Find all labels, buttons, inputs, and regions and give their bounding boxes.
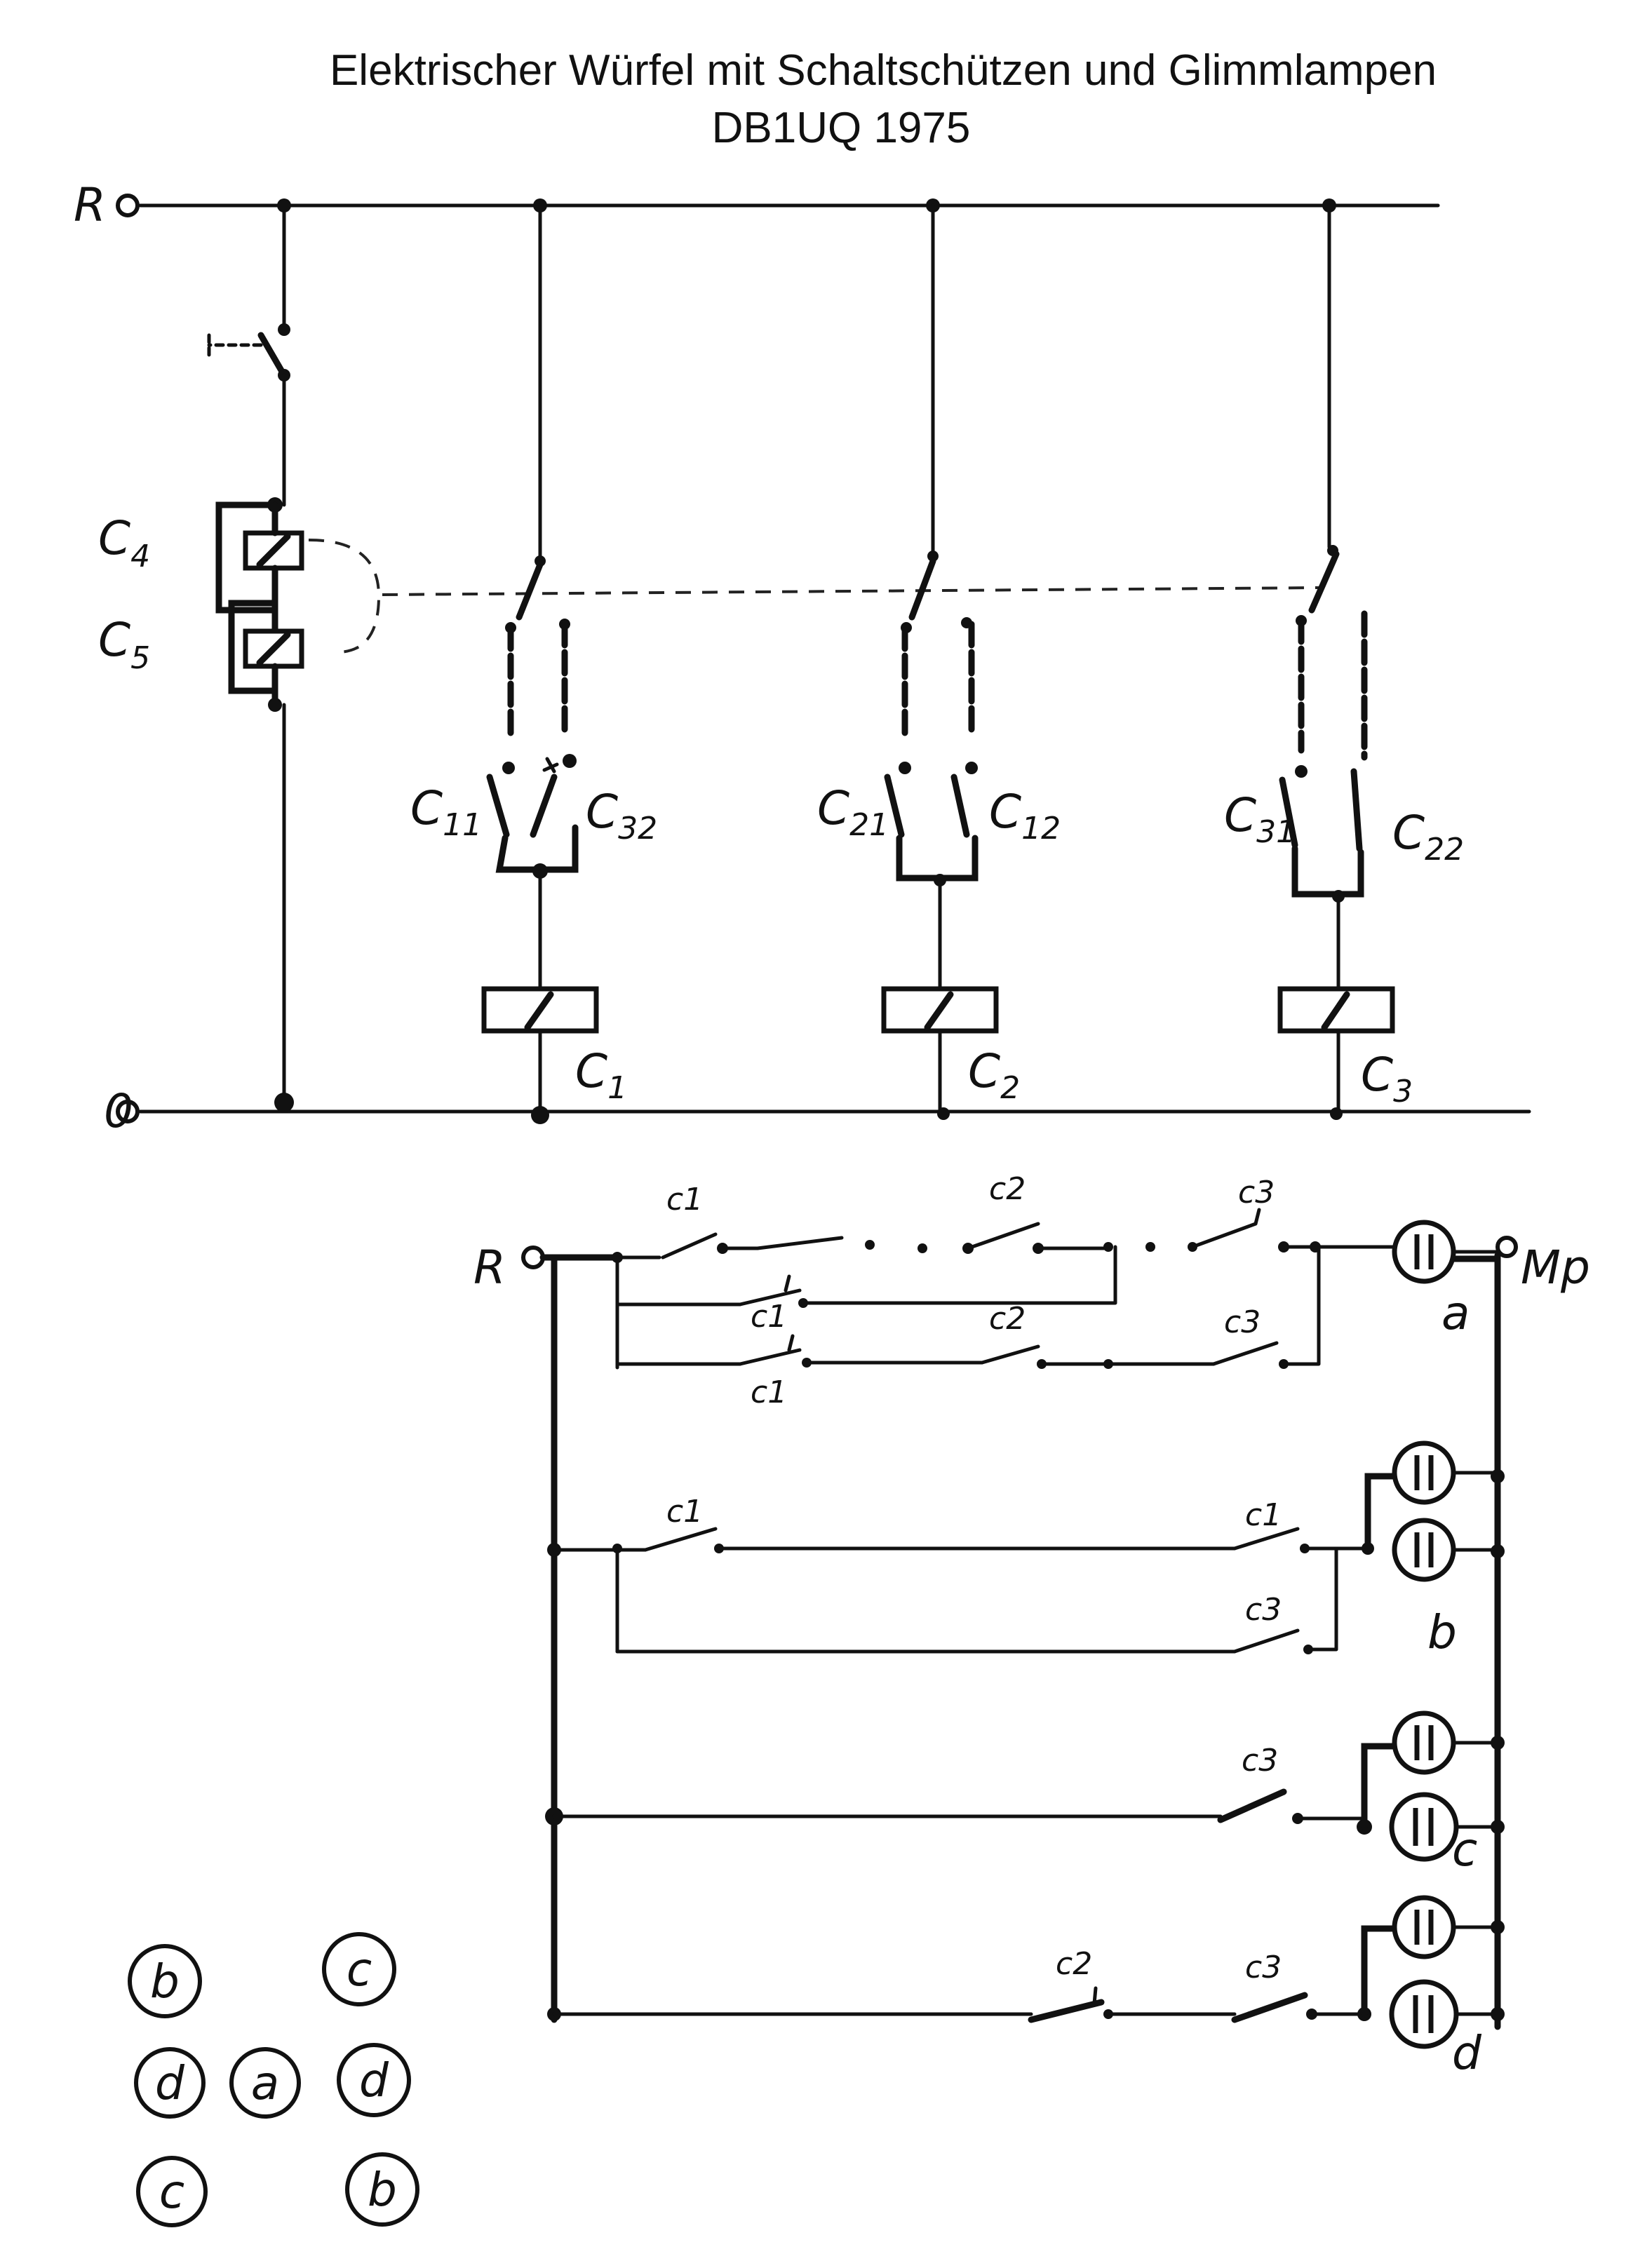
pip-b-bottom-right <box>345 2152 419 2227</box>
label-group-d: d <box>1452 2026 1482 2080</box>
svg-text:b: b <box>368 2163 397 2217</box>
svg-text:d: d <box>359 2053 389 2107</box>
pip-c-bottom-left <box>136 2156 208 2227</box>
contact-c11 <box>486 774 510 838</box>
pip-d-mid-right <box>337 2043 411 2117</box>
label-c22: C22 <box>1392 806 1464 868</box>
push-button-contact <box>257 332 288 379</box>
top-circuit: R 0 C4 <box>74 178 1531 1138</box>
lamp-group-d: d c2 c3 <box>547 1895 1505 2080</box>
terminal-r-top <box>116 194 140 217</box>
terminal-0 <box>116 1100 140 1123</box>
label-r-top: R <box>74 178 106 232</box>
label-mp: Mp <box>1521 1241 1590 1295</box>
glow-lamp-b1 <box>1392 1440 1456 1505</box>
branch-3-changeover <box>1308 551 1340 614</box>
lamp-group-b: b c1 c1 c3 <box>547 1440 1505 1659</box>
pip-b-top-left <box>128 1944 202 2018</box>
svg-text:b: b <box>150 1955 180 2009</box>
dice-legend: b c d a d c b <box>128 1932 419 2227</box>
pip-a-center <box>229 2047 301 2119</box>
contact-d-c2 <box>1028 1999 1105 2023</box>
svg-text:c2: c2 <box>989 1171 1026 1207</box>
contact-a3-c3 <box>1211 1341 1279 1366</box>
contact-b2-c3 <box>1232 1628 1300 1654</box>
label-c4: C4 <box>98 511 150 574</box>
coil-mechanical-link <box>308 539 381 654</box>
label-c1-coil: C1 <box>575 1044 627 1106</box>
contact-c21 <box>884 774 905 838</box>
contact-a3-c2 <box>980 1344 1040 1365</box>
svg-text:c3: c3 <box>1245 1592 1282 1628</box>
contact-c32 <box>530 774 558 838</box>
branch-1-changeover <box>516 561 544 621</box>
svg-text:c1: c1 <box>666 1494 703 1530</box>
svg-text:c3: c3 <box>1242 1743 1278 1778</box>
label-c12: C12 <box>989 785 1061 846</box>
glow-lamp-d2 <box>1389 1979 1459 2049</box>
push-button-actuator <box>207 333 263 357</box>
svg-text:c3: c3 <box>1245 1950 1282 1985</box>
svg-text:c3: c3 <box>1224 1304 1261 1340</box>
label-c31: C31 <box>1224 788 1296 850</box>
contact-b-c1 <box>643 1527 718 1552</box>
svg-text:c2: c2 <box>1056 1946 1092 1982</box>
svg-text:c1: c1 <box>751 1299 787 1335</box>
contact-a3-c1 <box>738 1348 802 1366</box>
title-block: Elektrischer Würfel mit Schaltschützen u… <box>0 42 1640 157</box>
contact-a-c3 <box>1190 1222 1258 1249</box>
contact-a-c1 <box>661 1232 718 1260</box>
contact-c-c3 <box>1217 1788 1287 1823</box>
pip-c-top-right <box>322 1932 396 2006</box>
svg-text:c2: c2 <box>989 1301 1026 1337</box>
label-c3-coil: C3 <box>1361 1048 1413 1109</box>
label-group-a: a <box>1441 1286 1470 1340</box>
svg-text:d: d <box>155 2056 185 2110</box>
relay-branch-c4-c5: C4 C5 <box>98 198 381 1114</box>
branch-2-changeover <box>908 558 936 621</box>
terminal-mp <box>1496 1236 1518 1258</box>
contact-a-c2 <box>966 1222 1040 1250</box>
label-c5: C5 <box>98 613 150 676</box>
pip-d-mid-left <box>134 2047 206 2119</box>
glow-lamp-d1 <box>1392 1895 1456 1959</box>
contact-d-c3 <box>1231 1992 1308 2023</box>
svg-text:c1: c1 <box>666 1182 703 1217</box>
diagram-title: Elektrischer Würfel mit Schaltschützen u… <box>329 46 1437 95</box>
label-zero: 0 <box>104 1084 133 1138</box>
svg-text:c1: c1 <box>1245 1497 1282 1533</box>
glow-lamp-c2 <box>1389 1792 1459 1862</box>
contact-c12 <box>950 774 970 838</box>
branch-2: C21 C12 C2 <box>817 198 1061 1120</box>
contact-a2-c1 <box>738 1288 802 1307</box>
coil-c3 <box>1277 986 1395 1034</box>
label-r-supply: R <box>473 1241 506 1295</box>
contact-c22 <box>1350 768 1363 852</box>
label-group-c: c <box>1452 1823 1477 1877</box>
svg-text:c: c <box>347 1943 372 1997</box>
svg-text:c: c <box>159 2165 184 2219</box>
glow-lamp-a <box>1392 1220 1456 1284</box>
branch-1: C11 C32 C1 <box>410 198 657 1124</box>
label-c2-coil: C2 <box>968 1044 1020 1106</box>
glow-lamp-b2 <box>1392 1518 1456 1582</box>
branch-3: C31 C22 C3 <box>1224 198 1464 1120</box>
label-c32: C32 <box>586 785 657 846</box>
contact-b-c1b <box>1232 1527 1300 1551</box>
label-group-b: b <box>1427 1605 1457 1659</box>
label-c21: C21 <box>817 781 889 843</box>
svg-text:a: a <box>251 2056 279 2110</box>
glow-lamp-c1 <box>1392 1710 1456 1775</box>
lamp-group-c: c c3 <box>545 1710 1505 1877</box>
label-c11: C11 <box>410 781 482 843</box>
contact-c31 <box>1279 776 1298 849</box>
lamp-group-a: a c1 c2 c3 c1 c1 c2 c3 <box>612 1171 1500 1410</box>
bottom-circuit: R Mp <box>473 1171 1590 2080</box>
diagram-subtitle: DB1UQ 1975 <box>711 104 971 152</box>
svg-text:c1: c1 <box>751 1375 787 1410</box>
svg-text:c3: c3 <box>1238 1175 1275 1210</box>
stepping-switch-link <box>382 586 1319 596</box>
